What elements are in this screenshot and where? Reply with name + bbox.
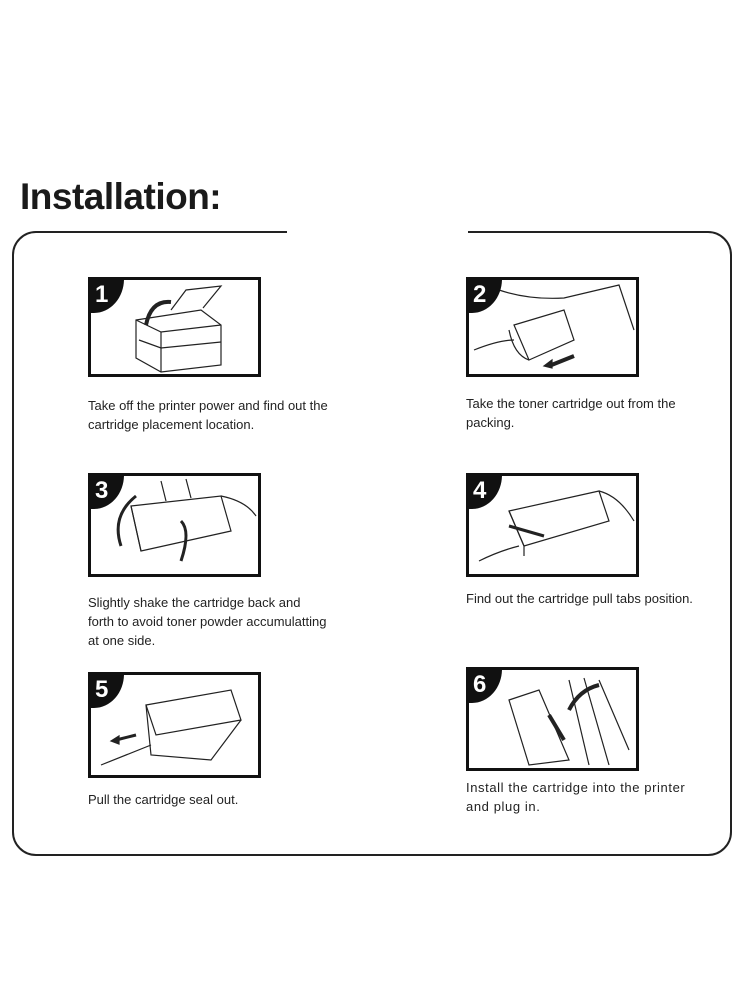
shake-cartridge-icon — [116, 478, 257, 562]
step-3-illustration: 3 — [88, 473, 261, 577]
step-2-number: 2 — [469, 280, 502, 313]
step-5-caption: Pull the cartridge seal out. — [88, 792, 239, 807]
step-6-illustration: 6 — [466, 667, 639, 771]
frame-gap — [287, 228, 468, 236]
step-4-illustration: 4 — [466, 473, 639, 577]
pull-tab-icon — [478, 490, 635, 562]
step-3-caption: Slightly shake the cartridge back and fo… — [88, 595, 327, 648]
step-2-illustration: 2 — [466, 277, 639, 377]
step-5-illustration: 5 — [88, 672, 261, 778]
pull-seal-icon — [100, 689, 242, 766]
unpack-cartridge-icon — [473, 284, 635, 369]
step-1-caption: Take off the printer power and find out … — [88, 398, 328, 432]
step-1-illustration: 1 — [88, 277, 261, 377]
install-cartridge-icon — [508, 677, 630, 766]
step-2-caption: Take the toner cartridge out from the pa… — [466, 396, 676, 430]
page-title: Installation: — [20, 176, 222, 217]
step-6-caption: Install the cartridge into the printer a… — [466, 780, 686, 814]
step-4-caption: Find out the cartridge pull tabs positio… — [466, 591, 693, 606]
printer-open-icon — [135, 285, 223, 373]
